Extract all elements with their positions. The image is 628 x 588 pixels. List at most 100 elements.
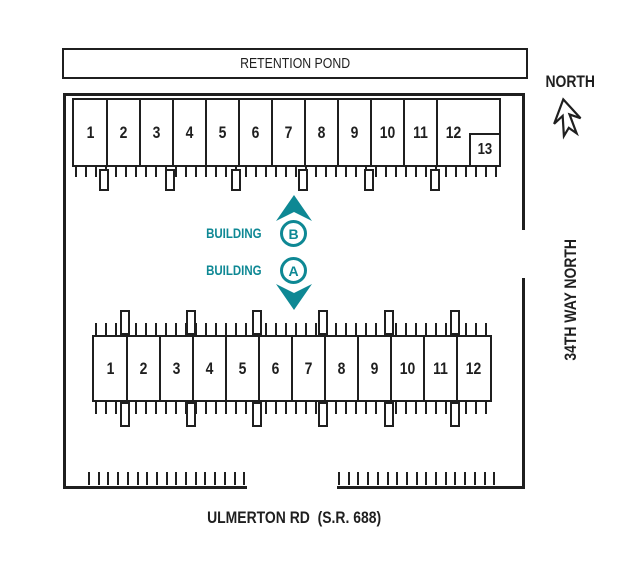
parking-post — [384, 310, 394, 335]
parking-tick — [357, 472, 360, 485]
unit-b-6: 6 — [251, 122, 260, 142]
site-boundary-top — [63, 93, 525, 96]
unit-b-1: 1 — [86, 122, 95, 142]
parking-tick — [135, 167, 137, 177]
parking-tick — [483, 472, 486, 485]
parking-tick — [95, 402, 97, 414]
parking-tick — [175, 323, 177, 335]
parking-tick — [175, 167, 177, 177]
unit-divider — [205, 100, 207, 165]
unit-b-3: 3 — [152, 122, 161, 142]
unit-a-10: 10 — [399, 358, 416, 378]
unit-divider — [337, 100, 339, 165]
parking-tick — [204, 472, 207, 485]
parking-tick — [375, 167, 377, 177]
unit-divider — [225, 337, 227, 400]
parking-tick — [225, 402, 227, 414]
parking-tick — [235, 402, 237, 414]
parking-tick — [233, 472, 236, 485]
parking-tick — [465, 323, 467, 335]
unit-divider — [106, 100, 108, 165]
parking-tick — [355, 167, 357, 177]
unit-divider — [159, 337, 161, 400]
parking-post — [364, 169, 374, 191]
unit-a-9: 9 — [370, 358, 379, 378]
parking-tick — [165, 402, 167, 414]
unit-divider — [370, 100, 372, 165]
parking-tick — [243, 472, 246, 485]
unit-a-1: 1 — [106, 358, 115, 378]
site-boundary-bottom-left — [63, 486, 247, 489]
parking-tick — [355, 402, 357, 414]
parking-tick — [105, 323, 107, 335]
parking-tick — [375, 402, 377, 414]
parking-tick — [335, 167, 337, 177]
parking-tick — [126, 472, 129, 485]
parking-tick — [345, 402, 347, 414]
parking-tick — [375, 323, 377, 335]
retention-pond-label: RETENTION POND — [239, 55, 351, 72]
parking-tick — [338, 472, 340, 485]
parking-tick — [415, 167, 417, 177]
unit-b-11: 11 — [413, 122, 428, 142]
building-a-letter-badge: A — [280, 257, 307, 284]
north-arrow-icon — [553, 97, 582, 140]
parking-tick — [365, 323, 367, 335]
parking-tick — [415, 323, 417, 335]
parking-tick — [235, 323, 237, 335]
parking-tick — [475, 323, 477, 335]
parking-tick — [345, 167, 347, 177]
parking-tick — [115, 402, 117, 414]
building-a-down-arrow-icon — [276, 284, 312, 310]
parking-tick — [214, 472, 217, 485]
unit-a-6: 6 — [271, 358, 280, 378]
parking-tick — [205, 323, 207, 335]
parking-tick — [454, 472, 457, 485]
parking-tick — [485, 402, 487, 414]
building-b-letter-badge: B — [280, 220, 307, 247]
unit-divider — [192, 337, 194, 400]
parking-tick — [345, 323, 347, 335]
parking-tick — [265, 402, 267, 414]
parking-tick — [315, 323, 317, 335]
parking-tick — [205, 402, 207, 414]
parking-post — [450, 310, 460, 335]
parking-tick — [473, 472, 476, 485]
parking-tick — [194, 472, 197, 485]
north-label: NORTH — [545, 72, 595, 91]
parking-tick — [107, 472, 110, 485]
parking-tick — [135, 323, 137, 335]
parking-tick — [155, 402, 157, 414]
unit-b-9: 9 — [350, 122, 359, 142]
unit-a-3: 3 — [172, 358, 181, 378]
building-a-label: BUILDING — [206, 262, 262, 278]
parking-tick — [275, 402, 277, 414]
unit-a-11: 11 — [433, 358, 448, 378]
site-boundary-left — [63, 93, 66, 489]
parking-tick — [285, 402, 287, 414]
parking-tick — [405, 472, 408, 485]
site-boundary-right-lower — [522, 278, 525, 489]
parking-tick — [475, 402, 477, 414]
site-boundary-bottom-right — [337, 486, 525, 489]
parking-post — [318, 310, 328, 335]
unit-divider — [324, 337, 326, 400]
parking-post — [165, 169, 175, 191]
parking-tick — [275, 167, 277, 177]
parking-tick — [435, 323, 437, 335]
parking-tick — [495, 167, 497, 177]
unit-divider — [456, 337, 458, 400]
unit-divider — [403, 100, 405, 165]
unit-a-8: 8 — [337, 358, 346, 378]
parking-tick — [245, 323, 247, 335]
unit-a-2: 2 — [139, 358, 148, 378]
parking-tick — [386, 472, 389, 485]
parking-row-a-south — [92, 402, 492, 428]
parking-tick — [145, 402, 147, 414]
parking-tick — [305, 402, 307, 414]
parking-tick — [415, 402, 417, 414]
parking-tick — [396, 472, 399, 485]
parking-tick — [97, 472, 100, 485]
